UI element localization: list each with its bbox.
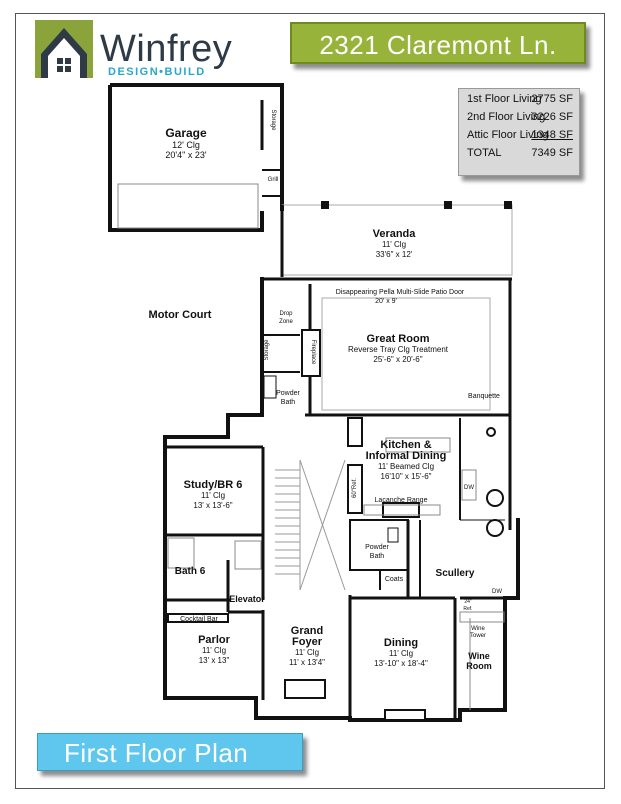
- page-frame: [15, 13, 605, 789]
- address-banner: 2321 Claremont Ln.: [290, 22, 586, 64]
- ref-label: 60"Ref.: [352, 478, 358, 498]
- kitchen-label: Kitchen &: [380, 439, 431, 451]
- fireplace-label: Fireplace: [310, 340, 316, 365]
- wine-room-label: Room: [466, 661, 492, 671]
- great-room-label: Great Room: [367, 333, 430, 345]
- banquette-label: Banquette: [468, 393, 500, 400]
- dining-label: Dining: [384, 637, 418, 649]
- drop-zone-label: Zone: [279, 319, 293, 325]
- elevator-label: Elevator: [229, 594, 265, 604]
- kitchen-label: Informal Dining: [366, 450, 447, 462]
- house-logo-icon: [35, 20, 93, 78]
- garage-storage-label: Storage: [270, 109, 276, 131]
- wine-room-label: Wine: [468, 651, 489, 661]
- ref24-label: Ref.: [463, 606, 472, 612]
- brand-name: Winfrey: [100, 28, 233, 70]
- drop-zone-label: Drop: [279, 311, 293, 317]
- dw-label: DW: [464, 485, 474, 491]
- grand-foyer-label: Grand: [291, 625, 323, 637]
- great-room-ceiling: Reverse Tray Clg Treatment: [348, 345, 449, 354]
- range-label: Lacanche Range: [375, 497, 428, 504]
- patio-door-label: Disappearing Pella Multi-Slide Patio Doo…: [336, 289, 465, 296]
- veranda-label: Veranda: [373, 228, 417, 240]
- plan-title-banner: First Floor Plan: [37, 733, 303, 771]
- parlor-label: Parlor: [198, 634, 231, 646]
- grill-label: Grill: [268, 177, 279, 183]
- scullery-label: Scullery: [436, 568, 475, 579]
- garage-size: 20'4" x 23': [165, 150, 206, 160]
- powder-bath-label: Bath: [281, 399, 296, 406]
- brand-tagline: DESIGN•BUILD: [108, 66, 206, 78]
- veranda-ceiling: 11' Clg: [382, 240, 406, 249]
- coats-label: Coats: [385, 576, 404, 583]
- storage-label: Storage: [264, 339, 270, 361]
- study-size: 13' x 13'-6": [193, 501, 232, 510]
- powder-bath-label: Bath: [370, 553, 385, 560]
- wine-tower-label: Tower: [470, 633, 486, 639]
- parlor-ceiling: 11' Clg: [202, 646, 226, 655]
- kitchen-size: 16'10" x 15'-6": [381, 472, 432, 481]
- great-room-size: 25'-6" x 20'-6": [373, 355, 422, 364]
- patio-door-size: 20' x 9': [375, 298, 397, 305]
- wine-tower-label: Wine: [471, 626, 485, 632]
- cocktail-bar-label: Cocktail Bar: [180, 616, 218, 623]
- dw-label: DW: [492, 589, 502, 595]
- ref24-label: 24": [464, 599, 472, 605]
- dining-size: 13'-10" x 18'-4": [374, 659, 428, 668]
- bath6-label: Bath 6: [175, 566, 206, 577]
- grand-foyer-ceiling: 11' Clg: [295, 648, 319, 657]
- garage-label: Garage: [165, 126, 207, 140]
- veranda-size: 33'6" x 12': [376, 250, 413, 259]
- garage-ceiling: 12' Clg: [172, 140, 200, 150]
- kitchen-ceiling: 11' Beamed Clg: [378, 462, 434, 471]
- powder-bath-label: Powder: [276, 390, 300, 397]
- grand-foyer-label: Foyer: [292, 636, 323, 648]
- dining-ceiling: 11' Clg: [389, 649, 413, 658]
- study-ceiling: 11' Clg: [201, 491, 225, 500]
- study-label: Study/BR 6: [184, 479, 243, 491]
- powder-bath-label: Powder: [365, 544, 389, 551]
- grand-foyer-size: 11' x 13'4": [289, 658, 325, 667]
- parlor-size: 13' x 13": [199, 656, 230, 665]
- motor-court-label: Motor Court: [149, 309, 212, 321]
